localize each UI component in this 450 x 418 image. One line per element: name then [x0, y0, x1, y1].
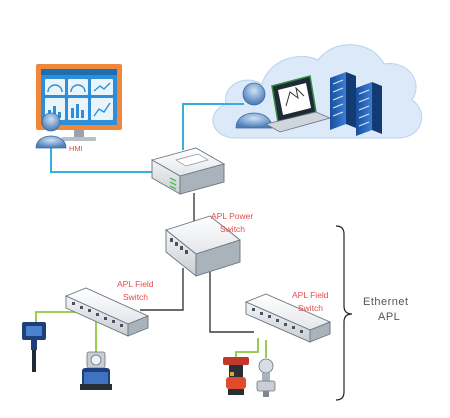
- ethernet-apl-label-line2: APL: [378, 311, 400, 323]
- cloud-link: [182, 103, 244, 150]
- apl-field-switch-left-label-line2: Switch: [123, 292, 148, 302]
- field-links: [35, 311, 267, 358]
- ethernet-links: [50, 103, 244, 173]
- right-valve-link: [235, 338, 259, 358]
- level-transmitter-icon: [22, 322, 46, 372]
- server-icon: [330, 72, 382, 136]
- apl-field-switch-left-label-line1: APL Field: [117, 279, 154, 289]
- apl-field-switch-right-icon: [244, 293, 332, 343]
- hmi-link: [50, 141, 160, 173]
- valve-actuator-icon: [223, 357, 249, 395]
- ethernet-apl-label-line1: Ethernet: [363, 296, 409, 308]
- cloud-user-icon: [235, 82, 273, 129]
- power-to-right-switch-link: [209, 272, 254, 333]
- apl-field-switch-right-label-line1: APL Field: [292, 290, 329, 300]
- hmi-monitor-icon: [36, 64, 122, 141]
- pressure-transmitter-icon: [256, 358, 276, 397]
- apl-power-switch-label-line1: APL Power: [211, 211, 253, 221]
- apl-power-switch-label-line2: Switch: [220, 224, 245, 234]
- hmi-label: HMI: [69, 144, 83, 153]
- apl-power-switch-icon: [165, 215, 241, 277]
- power-to-left-switch-link: [140, 268, 184, 311]
- hmi-operator-icon: [35, 112, 67, 149]
- controller-icon: [150, 147, 226, 195]
- flowmeter-icon: [80, 351, 112, 390]
- apl-field-switch-left-icon: [64, 287, 150, 337]
- left-level-transmitter-link: [35, 311, 80, 322]
- ethernet-apl-bracket: [335, 225, 353, 401]
- apl-field-switch-right-label-line2: Switch: [298, 303, 323, 313]
